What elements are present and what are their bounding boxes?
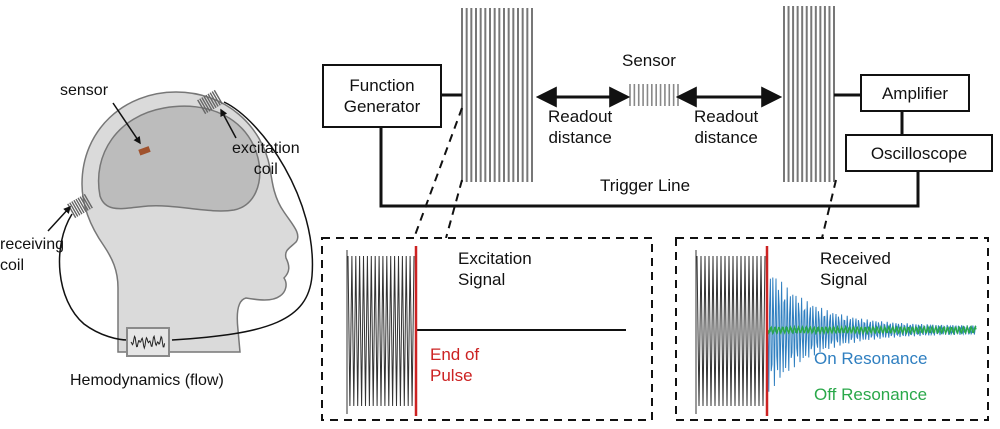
trigger-line-wire: [379, 120, 920, 208]
excitation-coil-small: [197, 89, 223, 115]
implanted-sensor: [138, 146, 151, 156]
off-resonance-label: Off Resonance: [814, 385, 928, 404]
sensor-title: Sensor: [622, 51, 676, 70]
oscilloscope-box: Oscilloscope: [845, 134, 993, 172]
function-generator-box: Function Generator: [322, 64, 442, 128]
excitation-coil-pointer-arrow: [220, 108, 237, 139]
excitation-zoom-connector-left: [413, 107, 463, 239]
on-resonance-waveform: [767, 277, 977, 392]
excitation-coil: [461, 8, 533, 182]
excitation-coil-wire: [171, 101, 314, 341]
on-resonance-label: On Resonance: [814, 349, 928, 368]
receiving-coil: [783, 6, 835, 182]
receiving-coil-label: receiving coil: [0, 236, 65, 274]
receiving-coil-pointer-arrow: [47, 205, 72, 232]
excitation-signal-title: Excitation Signal: [458, 249, 532, 289]
readout-distance-right-label: Readout distance: [694, 107, 759, 147]
brain-shape: [97, 105, 261, 212]
off-resonance-waveform: [767, 324, 977, 336]
trigger-line-label: Trigger Line: [600, 176, 691, 195]
received-signal-title: Received Signal: [820, 249, 891, 289]
excitation-zoom-connector-right: [445, 179, 463, 239]
excitation-waveform: [347, 255, 415, 407]
excitation-coil-label: excitation coil: [232, 140, 300, 178]
hemodynamics-caption: Hemodynamics (flow): [70, 372, 224, 389]
receiving-coil-wire: [58, 213, 129, 341]
sensor-label: sensor: [60, 82, 109, 99]
readout-distance-left-label: Readout distance: [548, 107, 613, 147]
sensor-coil: [629, 84, 679, 106]
end-of-pulse-label: End of Pulse: [430, 345, 480, 385]
sensor-pointer-arrow: [112, 102, 141, 145]
amplifier-box: Amplifier: [860, 74, 970, 112]
received-pulse-waveform: [696, 255, 766, 407]
flow-waveform: [130, 334, 166, 350]
received-zoom-connector: [821, 179, 837, 239]
